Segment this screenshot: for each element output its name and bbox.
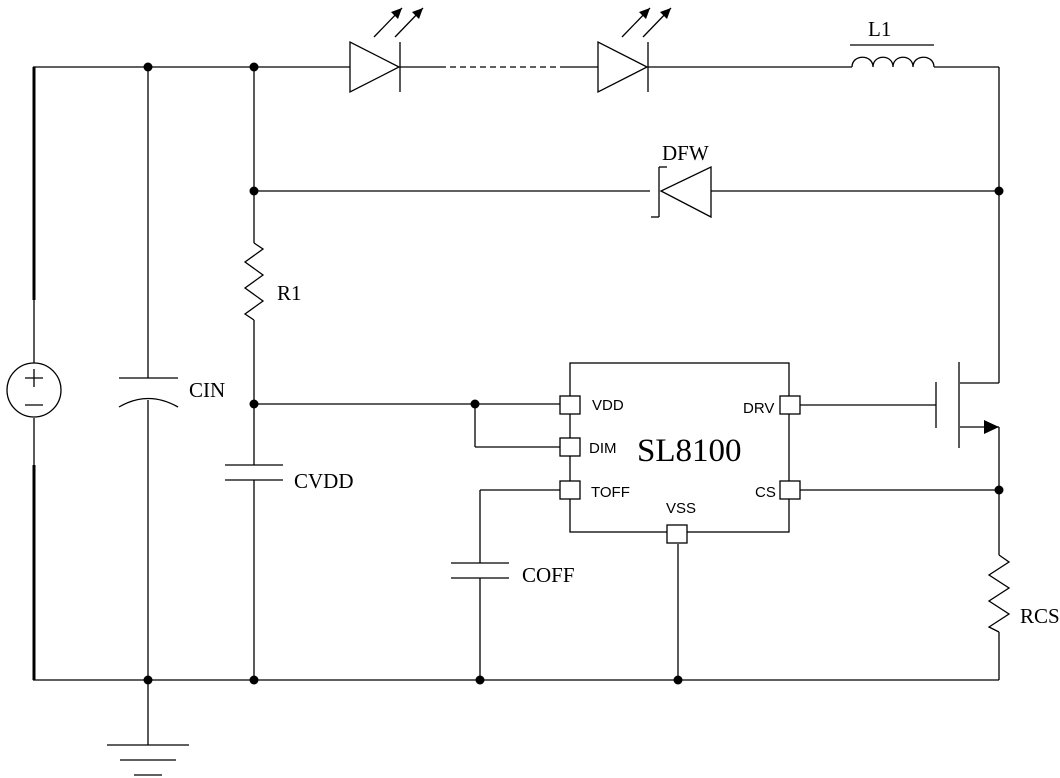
pin-drv-label: DRV <box>743 400 774 417</box>
pin-drv-pad <box>779 395 801 415</box>
voltage-source <box>6 362 62 418</box>
capacitor-cin: CIN <box>118 377 225 408</box>
junction-dots <box>143 62 1004 685</box>
cvdd-label: CVDD <box>294 469 354 493</box>
cin-label: CIN <box>189 378 225 402</box>
diode-label: DFW <box>662 141 709 165</box>
inductor-l1: L1 <box>850 17 935 68</box>
resistor-rcs: RCS <box>987 554 1060 633</box>
wires <box>32 66 1000 745</box>
led-2 <box>597 7 672 94</box>
resistor-r1: R1 <box>243 242 302 321</box>
pin-vss-label: VSS <box>666 500 696 517</box>
rcs-label: RCS <box>1020 604 1060 628</box>
mosfet <box>935 362 999 448</box>
pin-vss-pad <box>666 524 688 544</box>
pin-vdd-label: VDD <box>592 397 624 414</box>
inductor-label: L1 <box>868 17 891 41</box>
capacitor-cvdd: CVDD <box>225 464 354 493</box>
led-1 <box>349 7 424 94</box>
ground-symbol <box>107 744 189 776</box>
capacitor-coff: COFF <box>451 562 575 587</box>
ic-sl8100: SL8100 VDD DIM TOFF DRV CS VSS <box>559 362 801 544</box>
r1-label: R1 <box>277 281 302 305</box>
coff-label: COFF <box>522 563 575 587</box>
pin-cs-pad <box>779 480 801 500</box>
ic-name: SL8100 <box>637 433 742 469</box>
pin-cs-label: CS <box>755 484 776 501</box>
pin-toff-label: TOFF <box>591 484 630 501</box>
diode-dfw: DFW <box>651 141 712 219</box>
pin-dim-pad <box>559 437 581 457</box>
pin-dim-label: DIM <box>589 440 617 457</box>
pin-toff-pad <box>559 480 581 500</box>
pin-vdd-pad <box>559 395 581 415</box>
